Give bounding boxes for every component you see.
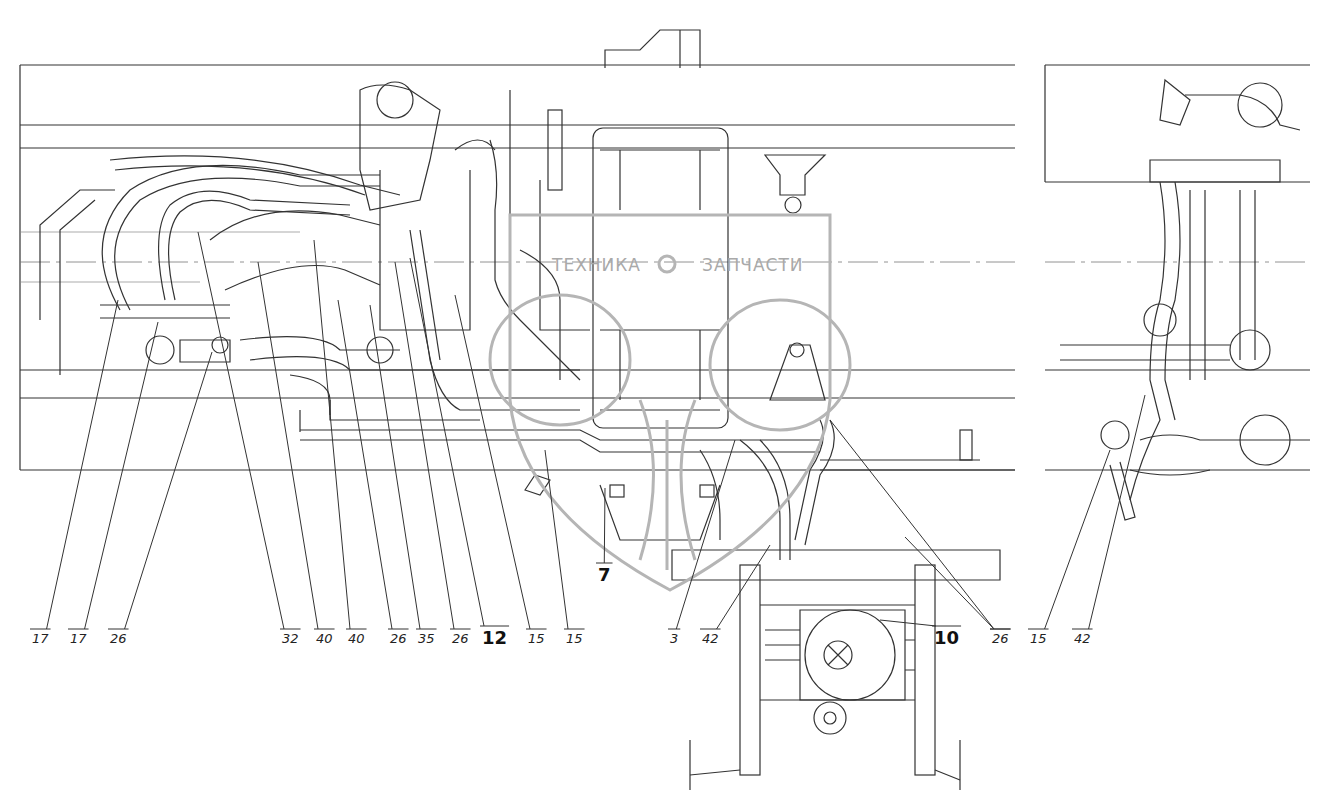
label-shelf — [1028, 629, 1049, 630]
label-shelf — [932, 626, 961, 627]
leader-line — [314, 240, 350, 629]
label-shelf — [416, 629, 437, 630]
leader-line — [395, 262, 454, 629]
callout-number: 15 — [528, 632, 545, 645]
leader-line — [370, 305, 420, 629]
callout-number: 26 — [110, 632, 127, 645]
label-shelf — [564, 629, 585, 630]
watermark-text: ТЕХНИКА — [552, 257, 641, 274]
label-shelf — [68, 629, 89, 630]
label-shelf — [596, 563, 613, 564]
callout-number: 32 — [282, 632, 299, 645]
leader-line — [198, 232, 284, 629]
callout-number: 15 — [566, 632, 583, 645]
callout-number: 7 — [598, 566, 611, 584]
callout-number: 26 — [390, 632, 407, 645]
label-shelf — [108, 629, 129, 630]
leader-line — [545, 450, 568, 629]
leader-line — [47, 300, 118, 629]
label-shelf — [280, 629, 301, 630]
leader-line — [125, 352, 212, 629]
leader-line — [880, 620, 936, 626]
callout-number: 17 — [70, 632, 87, 645]
label-shelf — [346, 629, 367, 630]
leader-line — [717, 545, 770, 629]
label-shelf — [314, 629, 335, 630]
label-shelf — [990, 629, 1011, 630]
leader-line — [455, 295, 530, 629]
callout-number: 10 — [934, 629, 959, 647]
leader-line — [410, 258, 484, 626]
callout-number: 3 — [670, 632, 678, 645]
callout-number: 35 — [418, 632, 435, 645]
leader-line — [1045, 450, 1110, 629]
leader-line — [1089, 395, 1145, 629]
leader-line — [905, 537, 994, 629]
leader-line — [830, 420, 994, 629]
label-shelf — [30, 629, 51, 630]
label-shelf — [450, 629, 471, 630]
label-shelf — [990, 629, 1011, 630]
label-shelf — [526, 629, 547, 630]
label-shelf — [480, 626, 509, 627]
leader-line — [676, 440, 735, 629]
label-shelf — [700, 629, 721, 630]
callout-number: 12 — [482, 629, 507, 647]
leader-line — [258, 262, 318, 629]
callout-number: 42 — [1074, 632, 1091, 645]
watermark-text: ЗАПЧАСТИ — [702, 257, 804, 274]
callout-number: 17 — [32, 632, 49, 645]
leader-line — [85, 322, 158, 629]
callout-number: 40 — [348, 632, 365, 645]
callout-number: 42 — [702, 632, 719, 645]
label-shelf — [668, 629, 680, 630]
callout-number: 15 — [1030, 632, 1047, 645]
leader-line — [604, 488, 606, 563]
leader-line — [338, 300, 392, 629]
callout-number: 40 — [316, 632, 333, 645]
callout-number: 26 — [452, 632, 469, 645]
callout-number: 26 — [992, 632, 1009, 645]
label-shelf — [388, 629, 409, 630]
label-shelf — [1072, 629, 1093, 630]
